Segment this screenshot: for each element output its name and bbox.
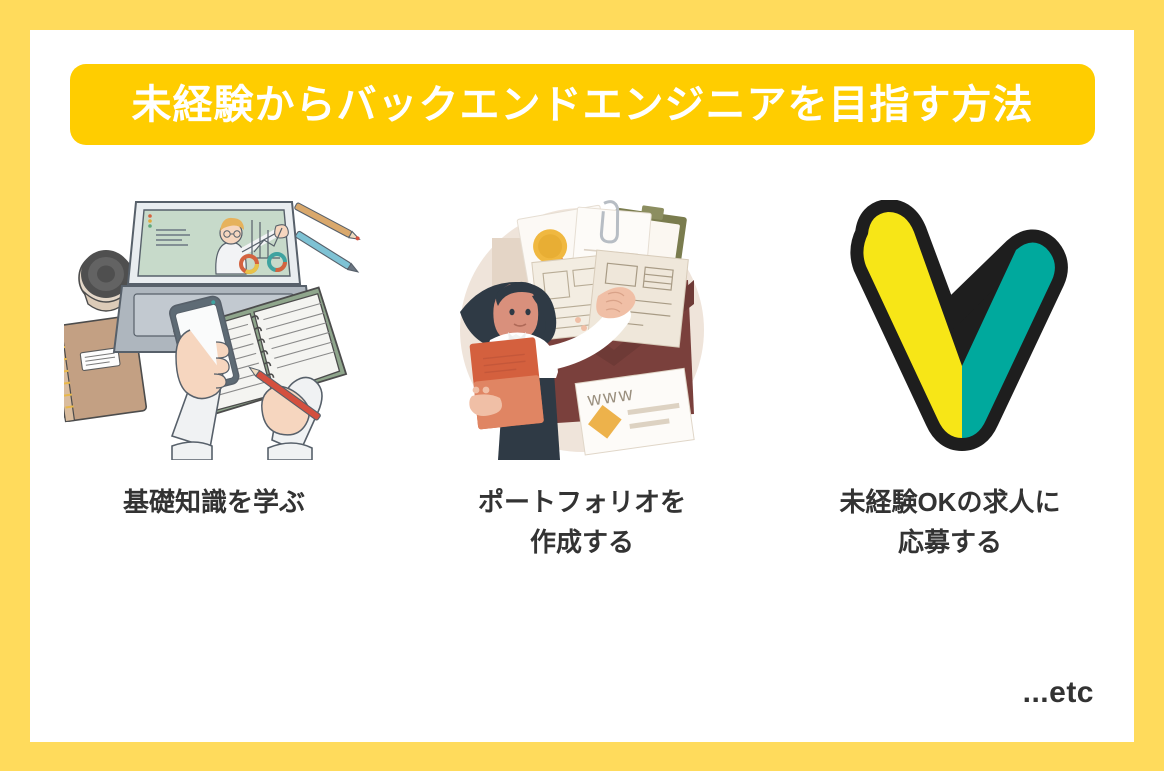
steps-row: 基礎知識を学ぶ xyxy=(30,200,1134,620)
page-title: 未経験からバックエンドエンジニアを目指す方法 xyxy=(131,82,1034,127)
title-banner: 未経験からバックエンドエンジニアを目指す方法 xyxy=(70,64,1095,145)
etc-label: ...etc xyxy=(1022,676,1094,709)
step-create-portfolio: www xyxy=(398,200,766,620)
online-learning-desk-illustration xyxy=(63,200,364,460)
step-caption: ポートフォリオを 作成する xyxy=(477,487,686,558)
step-learn-basics: 基礎知識を学ぶ xyxy=(30,200,398,620)
shoshinsha-beginner-mark-icon xyxy=(800,200,1100,460)
woman-with-portfolio-documents-illustration: www xyxy=(432,200,732,460)
step-caption: 未経験OKの求人に 応募する xyxy=(839,487,1061,558)
step-apply-to-jobs: 未経験OKの求人に 応募する xyxy=(766,200,1134,620)
content-card: 未経験からバックエンドエンジニアを目指す方法 xyxy=(30,30,1134,742)
step-caption: 基礎知識を学ぶ xyxy=(122,487,305,517)
